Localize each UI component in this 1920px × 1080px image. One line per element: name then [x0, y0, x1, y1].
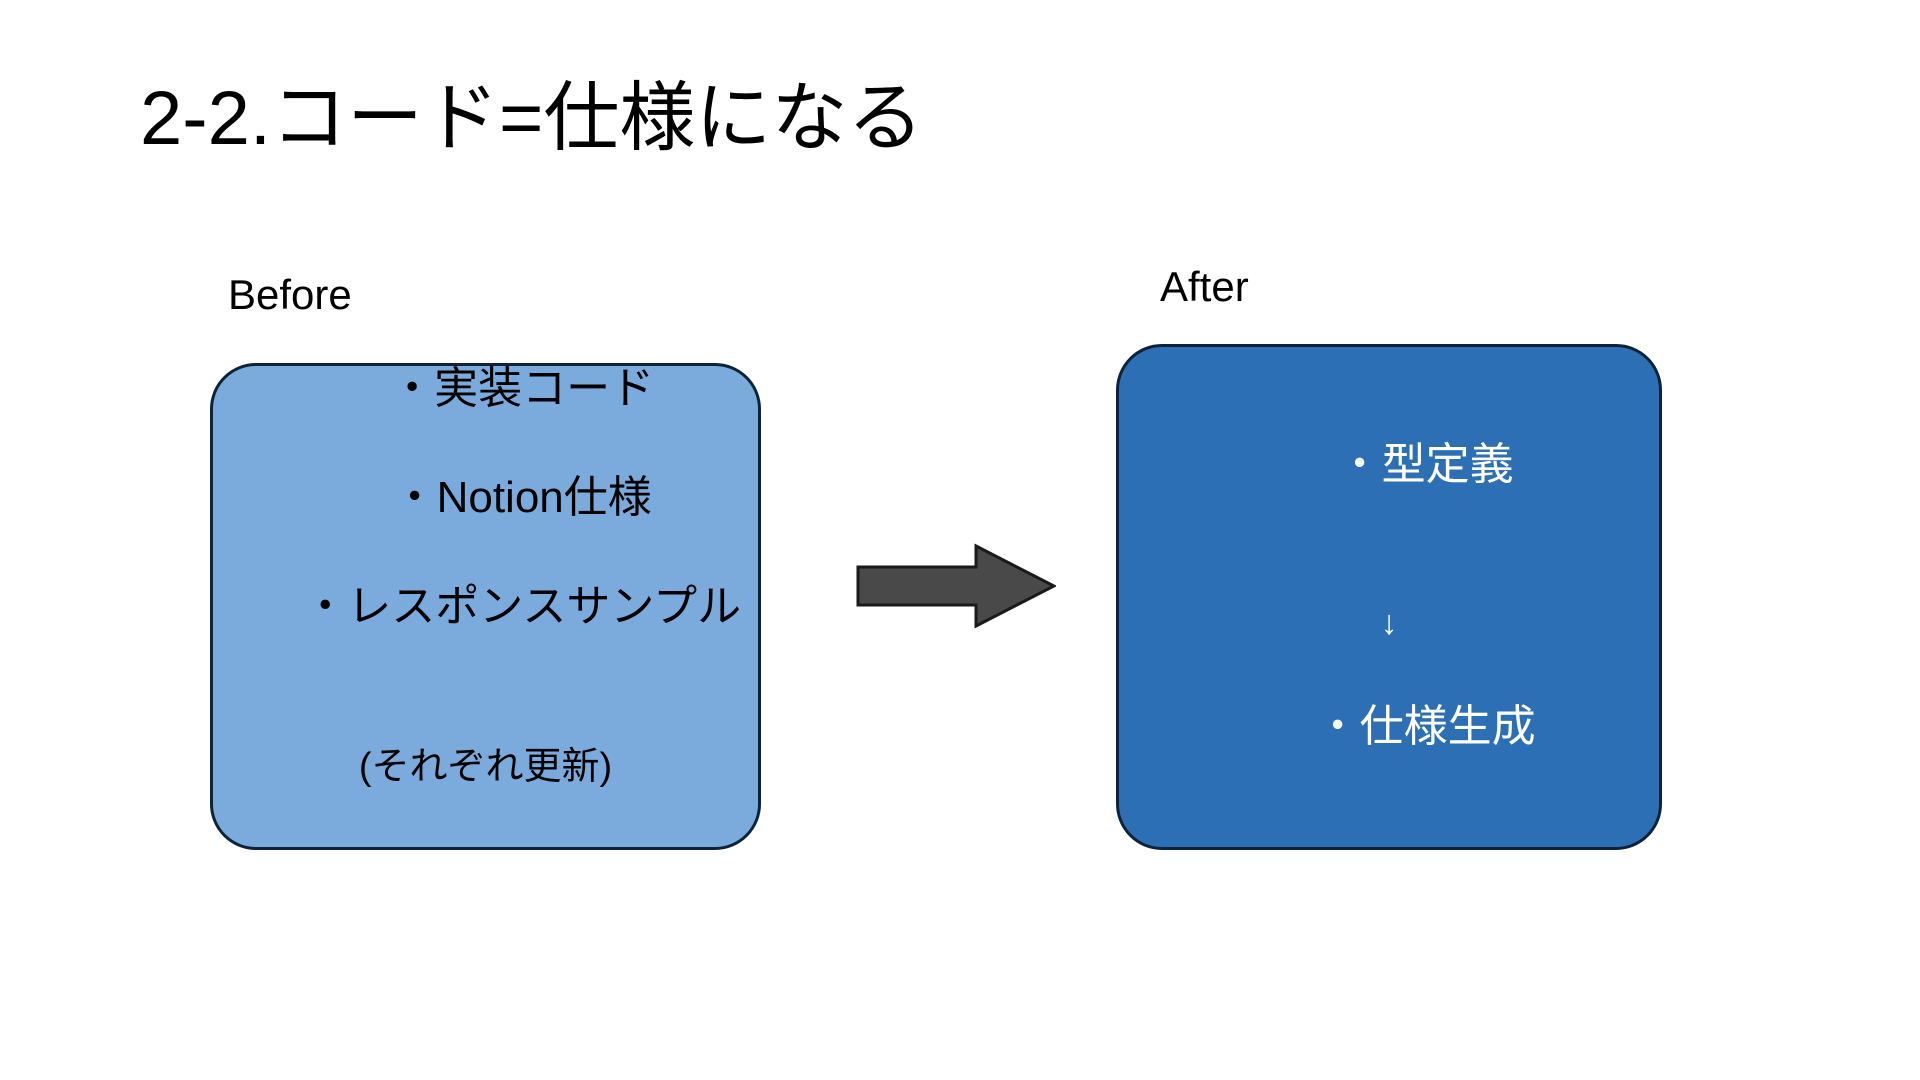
down-arrow-icon: ↓: [1380, 604, 1398, 643]
after-line-1: ・型定義: [1337, 439, 1514, 489]
before-caption: Before: [228, 271, 352, 318]
before-line-4: (それぞれ更新): [358, 745, 613, 788]
after-box-text: ・型定義 ↓ ・仕様生成: [1119, 383, 1659, 809]
before-line-2: ・Notion仕様: [392, 472, 652, 522]
page-title: 2-2.コード=仕様になる: [140, 76, 924, 161]
after-line-3: ・仕様生成: [1315, 701, 1536, 751]
before-line-1: ・実装コード: [390, 363, 655, 413]
before-line-3: ・レスポンスサンプル: [303, 581, 742, 631]
before-box-text: ・実装コード ・Notion仕様 ・レスポンスサンプル (それぞれ更新): [213, 307, 758, 900]
before-box: ・実装コード ・Notion仕様 ・レスポンスサンプル (それぞれ更新): [210, 363, 761, 850]
after-box: ・型定義 ↓ ・仕様生成: [1116, 344, 1662, 850]
after-caption: After: [1160, 263, 1249, 310]
right-arrow-icon: [856, 543, 1058, 629]
